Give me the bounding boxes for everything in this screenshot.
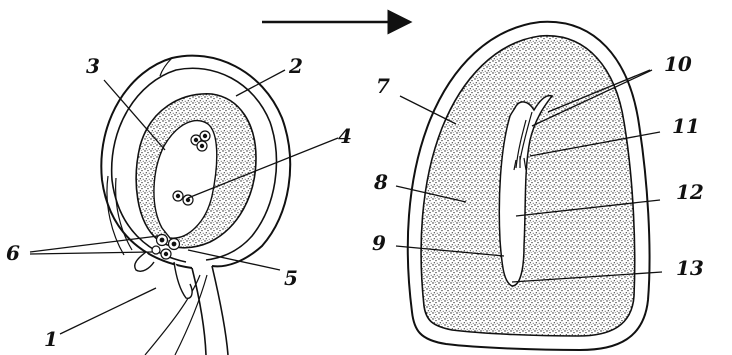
label-1: 1: [44, 329, 58, 349]
label-11: 11: [672, 116, 700, 136]
label-10: 10: [664, 54, 692, 74]
label-7: 7: [376, 76, 390, 96]
label-6: 6: [6, 243, 20, 263]
label-8: 8: [374, 172, 388, 192]
label-4: 4: [338, 126, 352, 146]
seed-figure: [396, 22, 662, 350]
label-2: 2: [289, 56, 303, 76]
label-13: 13: [676, 258, 704, 278]
label-12: 12: [676, 182, 704, 202]
label-9: 9: [372, 233, 386, 253]
ovule-figure: [30, 56, 338, 355]
label-5: 5: [284, 268, 298, 288]
label-3: 3: [86, 56, 100, 76]
